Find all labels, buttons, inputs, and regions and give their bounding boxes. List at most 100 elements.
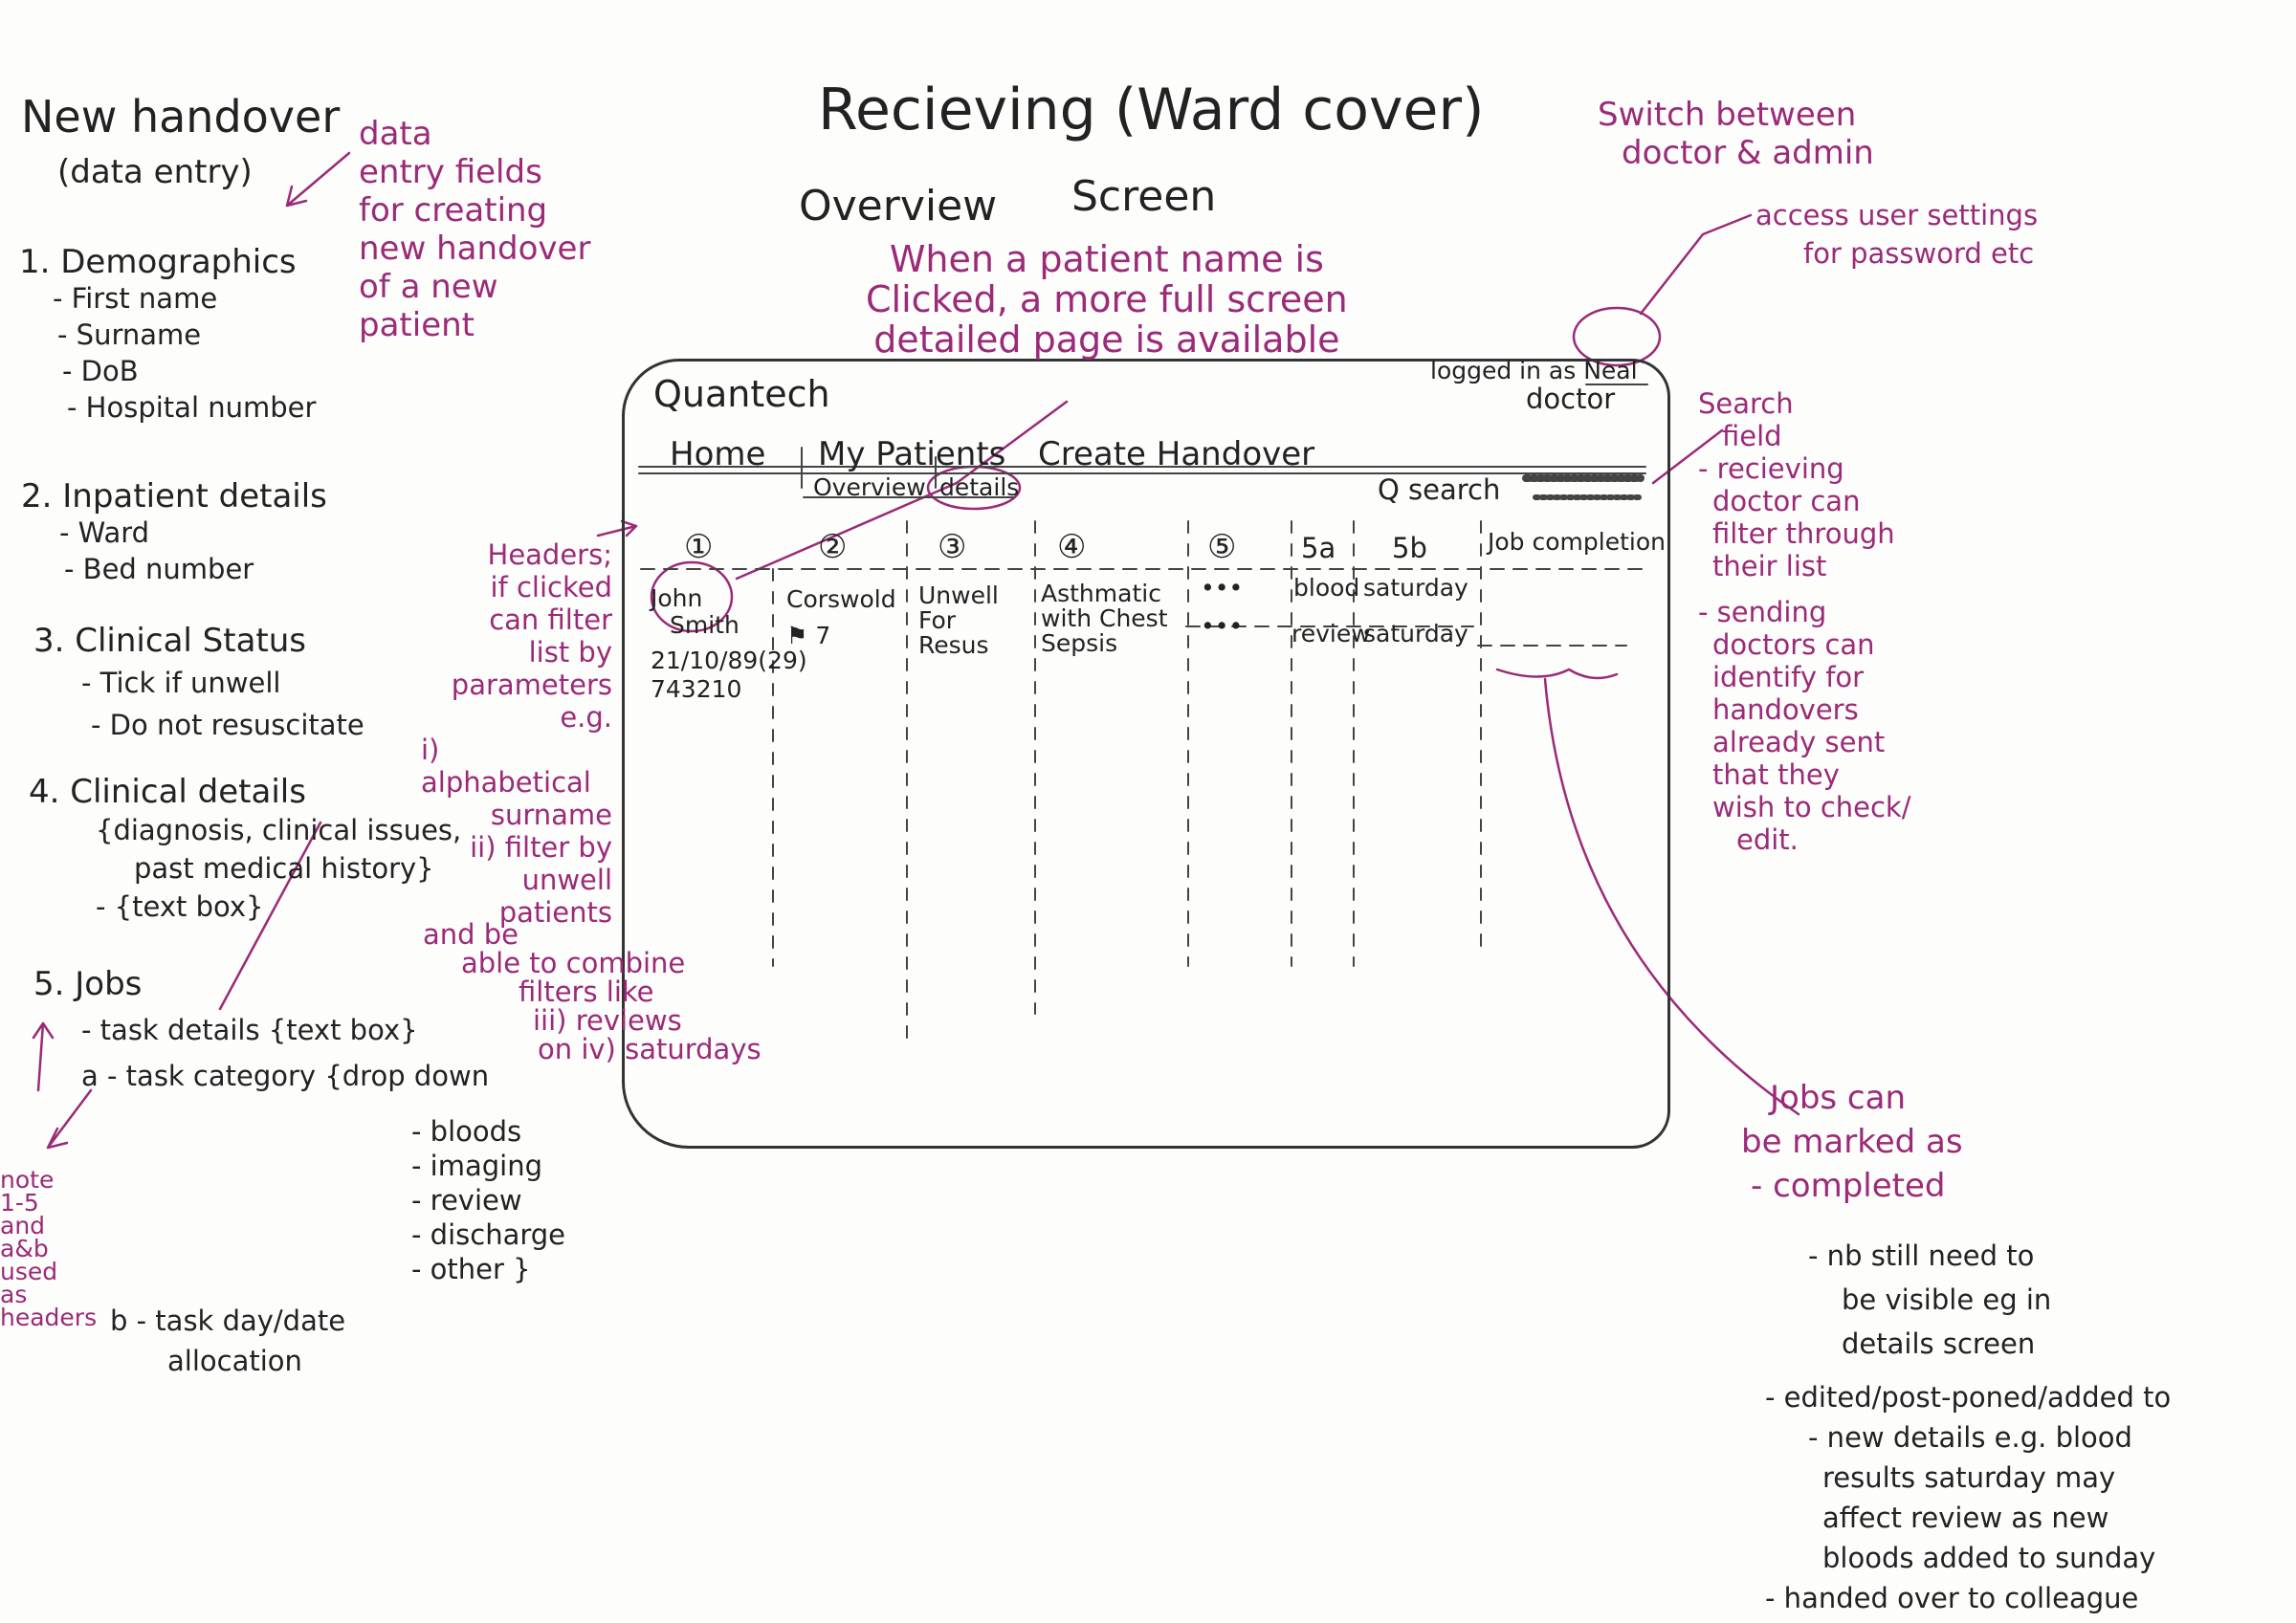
- note-line: 1-5: [0, 1189, 39, 1217]
- headers-filter-note: Headers; if clicked can filter list by p…: [421, 538, 612, 929]
- column-header-5a[interactable]: 5a: [1301, 532, 1336, 564]
- note-line: already sent: [1712, 726, 1886, 758]
- section-jobs: 5. Jobs - task details {text box} a - ta…: [33, 961, 489, 1099]
- page-subtitle-screen: Screen: [1071, 172, 1217, 221]
- note-line: Search: [1698, 387, 1794, 420]
- diagnosis-line: with Chest: [1041, 604, 1168, 632]
- annotation-line: of a new: [359, 268, 498, 306]
- patient-surname: Smith: [670, 611, 740, 639]
- note-line: used: [0, 1258, 58, 1285]
- note-line: access user settings: [1755, 199, 2039, 231]
- option-item: - other }: [411, 1253, 531, 1285]
- section-title: 1. Demographics: [19, 243, 297, 281]
- note-line: Clicked, a more full screen: [866, 278, 1348, 320]
- field-item: - DoB: [62, 355, 139, 387]
- note-line: - recieving: [1698, 452, 1844, 485]
- patient-hospital-number: 743210: [651, 675, 742, 703]
- field-item: - task details {text box}: [81, 1014, 418, 1046]
- section-title: 2. Inpatient details: [21, 477, 327, 515]
- note-line: i) alphabetical: [421, 734, 591, 799]
- column-header-5[interactable]: ⑤: [1207, 528, 1237, 566]
- note-line: able to combine: [461, 947, 686, 979]
- patient-click-note: When a patient name is Clicked, a more f…: [866, 239, 1348, 360]
- jobs-status-note: Jobs can be marked as - completed: [1741, 1076, 1963, 1208]
- column-header-5b[interactable]: 5b: [1392, 532, 1427, 564]
- tab-details[interactable]: details: [939, 473, 1020, 501]
- section-title: 4. Clinical details: [29, 773, 306, 811]
- note-line: affect review as new: [1822, 1502, 2109, 1534]
- category-cell-2: review: [1292, 620, 1371, 647]
- note-line: detailed page is available: [873, 318, 1340, 361]
- note-line: Switch between: [1598, 96, 1857, 134]
- option-item: - discharge: [411, 1218, 566, 1251]
- field-item: past medical history}: [134, 852, 434, 885]
- field-item: allocation: [167, 1345, 302, 1377]
- option-item: - bloods: [411, 1115, 522, 1148]
- section-title: 3. Clinical Status: [33, 622, 306, 660]
- task-date-field: b - task day/date allocation: [110, 1301, 345, 1381]
- column-header-4[interactable]: ④: [1057, 528, 1087, 566]
- note-line: results saturday may: [1822, 1461, 2116, 1494]
- field-item: - Ward: [59, 516, 150, 549]
- day-cell-1: saturday: [1363, 574, 1468, 602]
- note-line: their list: [1712, 550, 1827, 582]
- note-line: surname: [490, 799, 612, 831]
- status-line: For: [918, 606, 957, 634]
- login-status[interactable]: logged in as Neal: [1430, 357, 1638, 384]
- nav-my-patients[interactable]: My Patients: [818, 435, 1006, 473]
- annotation-line: for creating: [359, 191, 548, 230]
- note-line: that they: [1712, 758, 1840, 791]
- note-line: doctor can: [1712, 485, 1861, 517]
- field-item: {diagnosis, clinical issues,: [96, 814, 462, 846]
- tab-overview[interactable]: Overview: [813, 473, 926, 501]
- field-item: - First name: [53, 282, 218, 315]
- login-role[interactable]: doctor: [1526, 383, 1616, 415]
- section-demographics: 1. Demographics - First name - Surname -…: [19, 244, 316, 426]
- switch-role-note: Switch between doctor & admin: [1598, 96, 1874, 172]
- annotation-line: patient: [359, 306, 475, 344]
- note-line: unwell: [521, 864, 612, 896]
- column-header-1[interactable]: ①: [684, 528, 714, 566]
- note-line: for password etc: [1803, 237, 2035, 270]
- option-item: - imaging: [411, 1150, 543, 1182]
- job-cell-2[interactable]: •••: [1201, 612, 1244, 640]
- field-item: - {text box}: [96, 890, 264, 923]
- nav-create-handover[interactable]: Create Handover: [1038, 435, 1315, 473]
- field-item: a - task category {drop down: [81, 1060, 490, 1092]
- note-line: note: [0, 1166, 55, 1194]
- headers-combine-note: and be able to combine filters like iii)…: [423, 920, 762, 1064]
- annotation-line: data: [359, 115, 432, 153]
- column-header-3[interactable]: ③: [938, 528, 967, 566]
- field-item: - Surname: [57, 318, 202, 351]
- note-line: a&b: [0, 1235, 49, 1262]
- nav-home[interactable]: Home: [670, 435, 766, 473]
- section-clinical-status: 3. Clinical Status - Tick if unwell - Do…: [33, 620, 364, 746]
- note-line: headers: [0, 1304, 98, 1331]
- note-line: - completed: [1751, 1167, 1946, 1205]
- diagnosis-cell: Asthmatic with Chest Sepsis: [1041, 581, 1168, 656]
- headers-note: note 1-5 and a&b used as headers: [0, 1166, 98, 1331]
- section-title: 5. Jobs: [33, 965, 143, 1003]
- section-clinical-details: 4. Clinical details {diagnosis, clinical…: [29, 773, 461, 926]
- column-header-job-completion[interactable]: Job completion: [1488, 528, 1666, 556]
- annotation-line: entry fields: [359, 153, 542, 191]
- note-line: details screen: [1842, 1327, 2036, 1360]
- column-header-2[interactable]: ②: [818, 528, 848, 566]
- ward-cell: Corswold: [786, 585, 896, 613]
- day-cell-2: saturday: [1363, 620, 1468, 647]
- note-line: on iv) saturdays: [538, 1033, 762, 1065]
- jobs-completed-detail: - nb still need to be visible eg in deta…: [1808, 1234, 2051, 1366]
- search-input[interactable]: Q search: [1378, 473, 1501, 506]
- field-item: - Bed number: [64, 553, 254, 585]
- note-line: field: [1722, 420, 1782, 452]
- note-line: ii) filter by: [470, 831, 612, 864]
- note-line: list by: [528, 636, 612, 669]
- page-subtitle-overview: Overview: [799, 182, 998, 230]
- patient-first-name: John: [651, 584, 703, 612]
- status-cell: Unwell For Resus: [918, 583, 999, 658]
- patient-name-link[interactable]: John Smith: [651, 585, 740, 639]
- note-line: - edited/post-poned/added to: [1765, 1381, 2172, 1414]
- job-cell-1[interactable]: •••: [1201, 574, 1244, 602]
- diagnosis-line: Asthmatic: [1041, 580, 1161, 607]
- note-line: doctor & admin: [1622, 134, 1874, 172]
